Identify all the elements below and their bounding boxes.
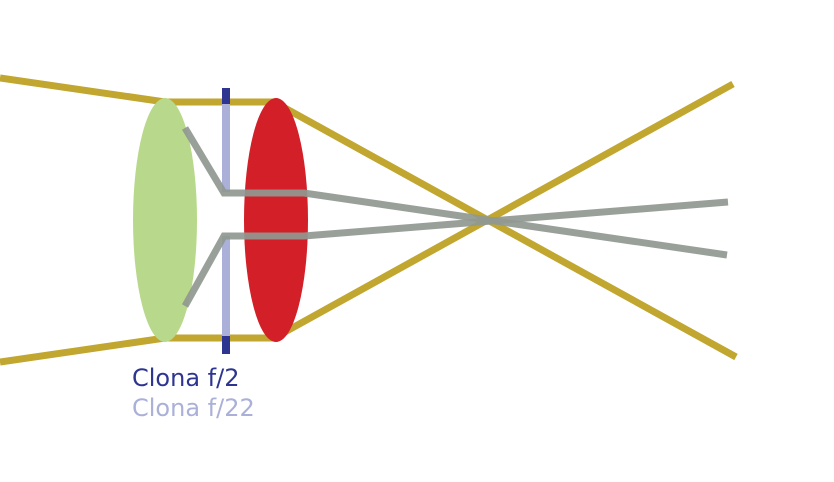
chief-ray-upper bbox=[181, 126, 728, 259]
marginal-ray-bottom bbox=[0, 80, 735, 366]
marginal-rays bbox=[0, 74, 738, 366]
rear-lens bbox=[244, 98, 308, 342]
front-lens bbox=[133, 98, 197, 342]
aperture-narrow-label: Clona f/22 bbox=[132, 394, 255, 422]
chief-ray-lower bbox=[181, 198, 729, 308]
aperture-wide-label: Clona f/2 bbox=[132, 364, 239, 392]
marginal-ray-top bbox=[0, 74, 738, 361]
chief-rays bbox=[181, 126, 729, 308]
